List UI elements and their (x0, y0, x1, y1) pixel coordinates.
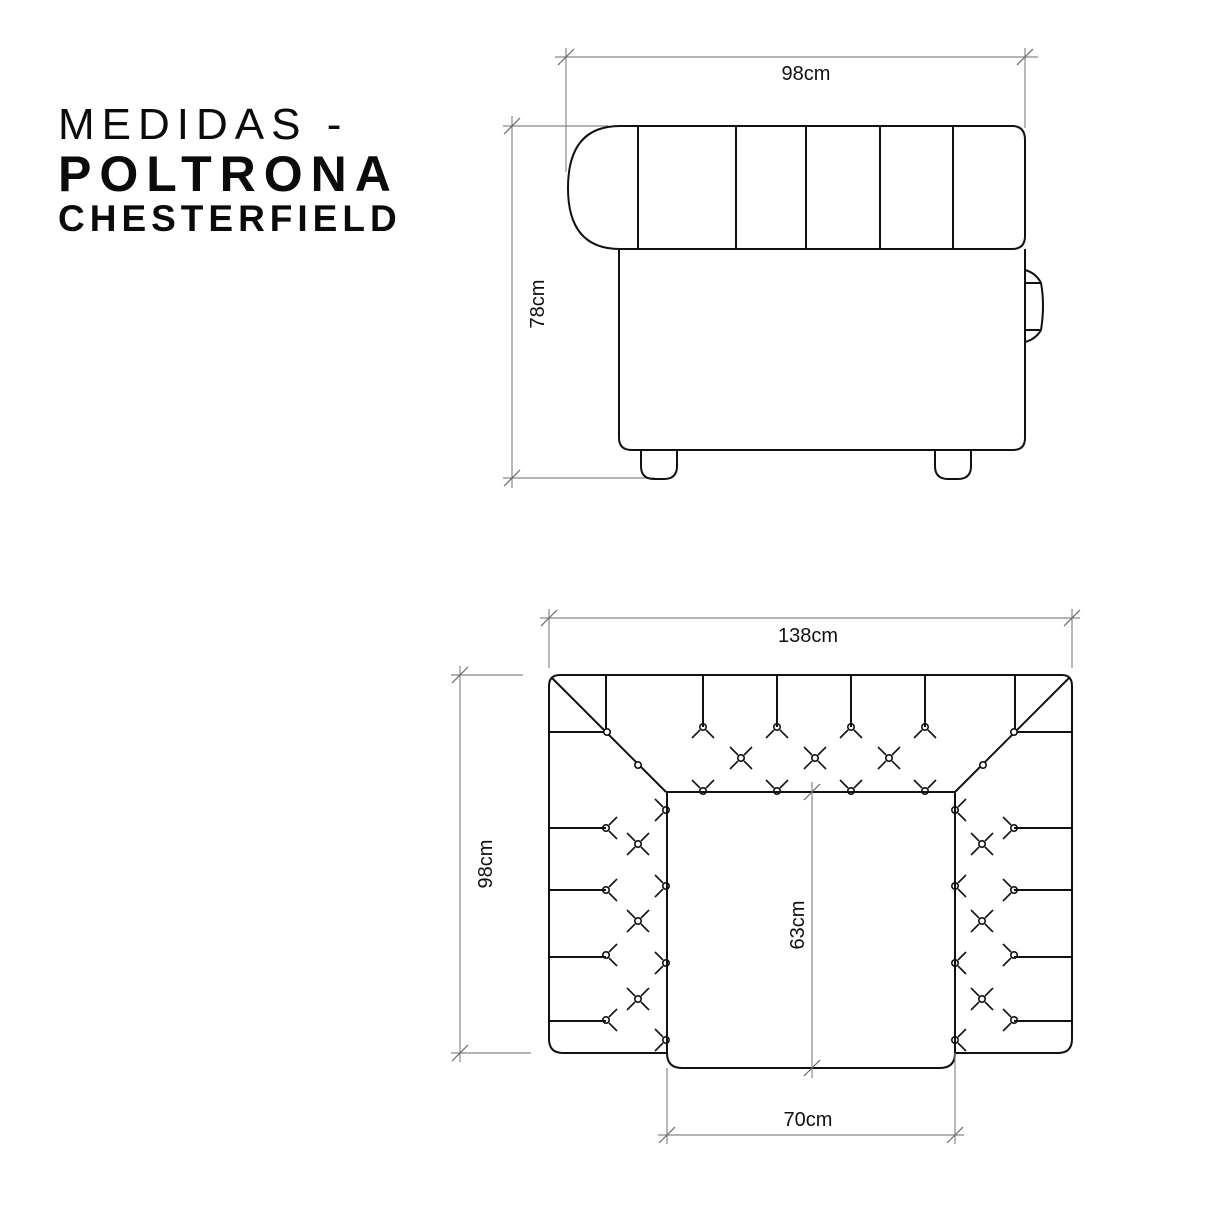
top-depth-dimension (451, 666, 531, 1062)
title-line-medidas: MEDIDAS - (58, 100, 349, 149)
top-outer-frame (548, 674, 1073, 1054)
side-width-label: 98cm (782, 63, 831, 85)
back-tufts (691, 722, 937, 796)
side-view: 98cm 78cm (503, 48, 1044, 488)
side-bolster (1024, 269, 1044, 343)
seat-cushion (666, 791, 956, 1069)
side-back-roll (566, 125, 1026, 250)
seat-width-label: 70cm (784, 1109, 833, 1131)
seat-depth-label: 63cm (787, 901, 809, 950)
side-leg-front (640, 450, 678, 480)
top-width-label: 138cm (778, 625, 838, 647)
side-leg-back (934, 450, 972, 480)
title-line-poltrona: POLTRONA (58, 146, 399, 202)
top-depth-label: 98cm (475, 840, 497, 889)
side-height-dimension (503, 116, 655, 488)
right-arm-tufts (950, 798, 1019, 1052)
side-body (618, 249, 1026, 451)
title-line-chesterfield: CHESTERFIELD (58, 198, 402, 239)
side-width-dimension (555, 48, 1038, 172)
top-view: 138cm 98cm (451, 609, 1081, 1144)
left-arm-tufts (601, 798, 671, 1052)
seat-width-dimension (658, 1053, 964, 1144)
side-height-label: 78cm (527, 280, 549, 329)
diagonal-buttons (602, 727, 1018, 769)
